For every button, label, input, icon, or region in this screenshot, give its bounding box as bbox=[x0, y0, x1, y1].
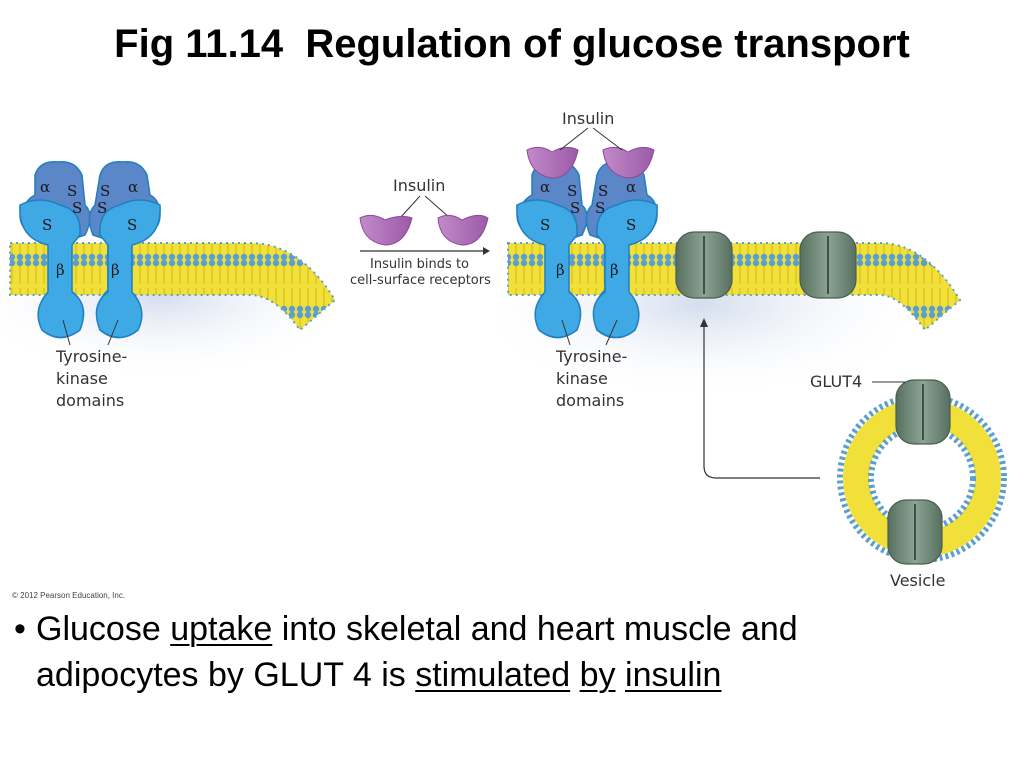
plasma-membrane-left bbox=[9, 242, 337, 332]
bullet-text: into skeletal and heart muscle and bbox=[272, 610, 798, 648]
beta-label: β bbox=[610, 261, 619, 279]
s-label: S bbox=[570, 199, 580, 217]
glucose-transport-diagram: α α S S S S S S β β Tyrosine- kinase dom… bbox=[0, 109, 1007, 590]
bullet-text bbox=[616, 656, 625, 694]
insulin-molecule bbox=[526, 146, 579, 179]
underlined-term: stimulated bbox=[415, 656, 571, 694]
tyrosine-kinase-label: Tyrosine- bbox=[55, 347, 127, 366]
insulin-molecule bbox=[359, 214, 413, 246]
bullet-point: • Glucose uptake into skeletal and heart … bbox=[14, 606, 1004, 698]
right-panel: Insulin α α S S S S S S β β Tyrosine- ki… bbox=[500, 109, 1007, 590]
insulin-label: Insulin bbox=[562, 109, 614, 128]
glut4-transporter bbox=[895, 379, 951, 445]
tyrosine-kinase-label: Tyrosine- bbox=[555, 347, 627, 366]
glut4-label: GLUT4 bbox=[810, 372, 862, 391]
bullet-line-2: adipocytes by GLUT 4 is stimulated by in… bbox=[14, 652, 1004, 698]
tyrosine-kinase-label: kinase bbox=[56, 369, 108, 388]
s-label: S bbox=[67, 182, 77, 200]
s-label: S bbox=[567, 182, 577, 200]
tyrosine-kinase-label: kinase bbox=[556, 369, 608, 388]
bullet-glyph: • bbox=[14, 610, 26, 648]
s-label: S bbox=[97, 199, 107, 217]
glut4-vesicle bbox=[837, 379, 1007, 565]
beta-label: β bbox=[556, 261, 565, 279]
bullet-text bbox=[570, 656, 579, 694]
tyrosine-kinase-label: domains bbox=[556, 391, 624, 410]
s-label: S bbox=[595, 199, 605, 217]
s-label: S bbox=[42, 216, 52, 234]
left-panel: α α S S S S S S β β Tyrosine- kinase dom… bbox=[0, 161, 337, 410]
copyright-notice: © 2012 Pearson Education, Inc. bbox=[12, 591, 126, 600]
alpha-label: α bbox=[626, 178, 636, 196]
vesicle-label: Vesicle bbox=[890, 571, 945, 590]
arrow-caption: cell-surface receptors bbox=[350, 273, 491, 288]
bullet-text: adipocytes by GLUT 4 is bbox=[36, 656, 416, 694]
slide-title: Fig 11.14 Regulation of glucose transpor… bbox=[114, 22, 910, 66]
arrow-caption: Insulin binds to bbox=[370, 257, 469, 272]
s-label: S bbox=[127, 216, 137, 234]
glut4-transporter bbox=[799, 231, 857, 299]
tyrosine-kinase-label: domains bbox=[56, 391, 124, 410]
s-label: S bbox=[598, 182, 608, 200]
glut4-transporter bbox=[675, 231, 733, 299]
beta-label: β bbox=[111, 261, 120, 279]
alpha-label: α bbox=[128, 178, 138, 196]
s-label: S bbox=[540, 216, 550, 234]
insulin-binding-step: Insulin Insulin binds to cell-surface re… bbox=[350, 176, 491, 288]
s-label: S bbox=[100, 182, 110, 200]
alpha-label: α bbox=[40, 178, 50, 196]
insulin-molecule bbox=[437, 214, 489, 246]
insulin-receptor-left bbox=[516, 161, 588, 339]
insulin-receptor-right bbox=[88, 161, 161, 339]
glut4-transporter bbox=[887, 499, 943, 565]
bullet-text: Glucose bbox=[36, 610, 171, 648]
underlined-term: by bbox=[579, 656, 616, 694]
insulin-receptor-left bbox=[19, 161, 91, 339]
s-label: S bbox=[72, 199, 82, 217]
insulin-label: Insulin bbox=[393, 176, 445, 195]
translocation-arrow bbox=[703, 325, 820, 479]
underlined-term: insulin bbox=[625, 656, 722, 694]
alpha-label: α bbox=[540, 178, 550, 196]
underlined-term: uptake bbox=[170, 610, 273, 648]
s-label: S bbox=[626, 216, 636, 234]
beta-label: β bbox=[56, 261, 65, 279]
